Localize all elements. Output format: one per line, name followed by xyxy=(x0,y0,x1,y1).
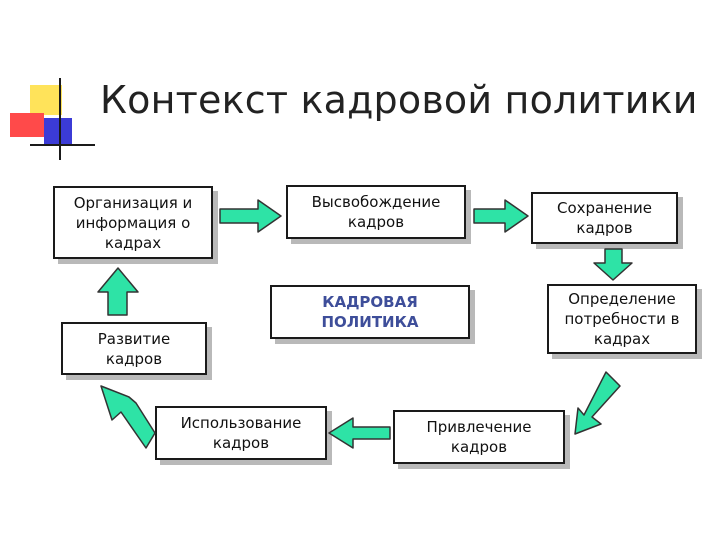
node-release-label: Высвобождение кадров xyxy=(311,193,441,231)
node-usage: Использование кадров xyxy=(155,406,327,460)
node-needs: Определение потребности в кадрах xyxy=(547,284,697,354)
node-center-policy: КАДРОВАЯ ПОЛИТИКА xyxy=(270,285,470,339)
node-attraction-label: Привлечение кадров xyxy=(426,418,532,456)
node-org-info: Организация и информация о кадрах xyxy=(53,186,213,259)
arrow-up-1 xyxy=(97,267,139,316)
deco-red-square xyxy=(10,113,44,137)
arrow-diag-up-left xyxy=(100,385,156,449)
arrow-left-1 xyxy=(328,417,391,449)
arrow-down-1 xyxy=(593,248,633,281)
title-decoration xyxy=(10,78,95,160)
deco-yellow-square xyxy=(30,85,62,115)
arrow-right-2 xyxy=(473,199,529,233)
arrow-diag-down-left xyxy=(574,371,621,435)
node-development-label: Развитие кадров xyxy=(97,329,171,368)
node-center-policy-label: КАДРОВАЯ ПОЛИТИКА xyxy=(321,293,419,331)
deco-blue-square xyxy=(44,118,72,144)
node-needs-label: Определение потребности в кадрах xyxy=(564,290,680,348)
node-release: Высвобождение кадров xyxy=(286,185,466,239)
node-usage-label: Использование кадров xyxy=(180,414,302,452)
node-retention-label: Сохранение кадров xyxy=(556,199,653,237)
node-development: Развитие кадров xyxy=(61,322,207,375)
node-org-info-label: Организация и информация о кадрах xyxy=(73,193,193,252)
arrow-right-1 xyxy=(219,199,282,233)
node-retention: Сохранение кадров xyxy=(531,192,678,244)
node-attraction: Привлечение кадров xyxy=(393,410,565,464)
slide-title: Контекст кадровой политики xyxy=(100,78,698,122)
